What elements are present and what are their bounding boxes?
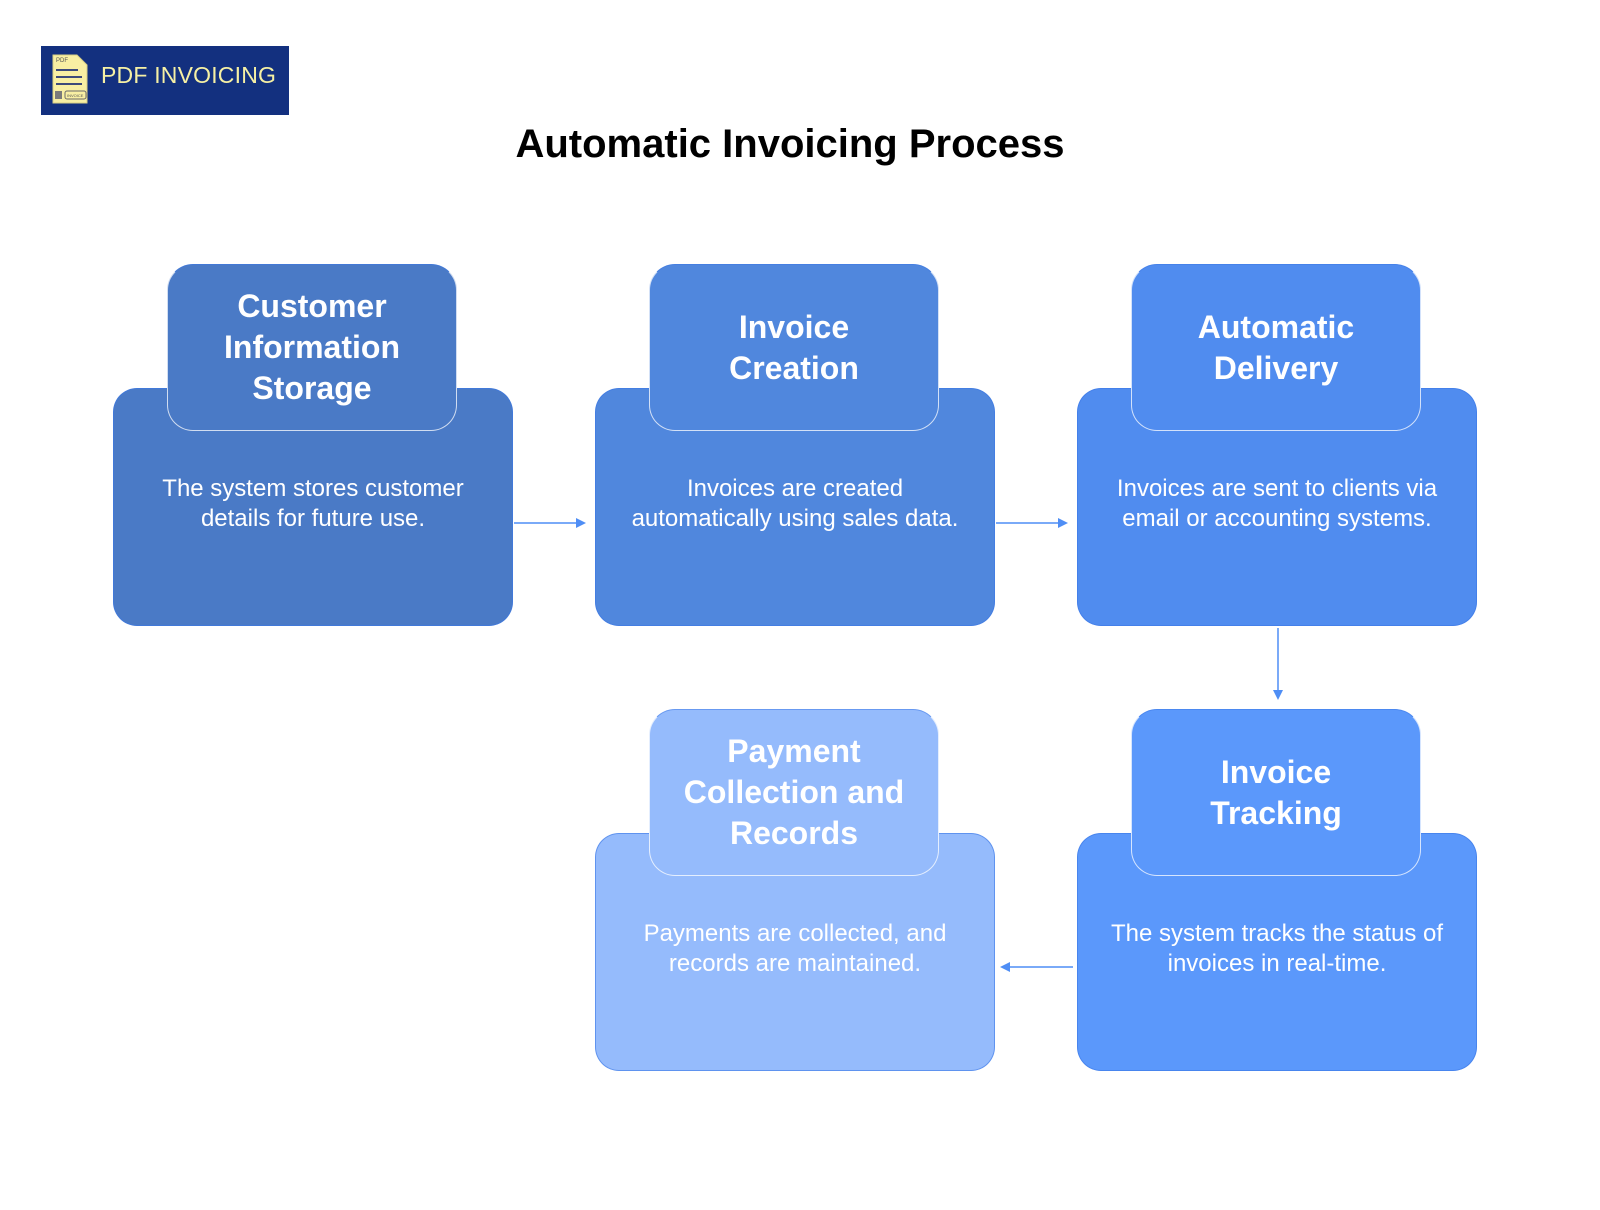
step-description: Invoices are sent to clients via email o…	[1116, 475, 1438, 532]
step-title-text: Automatic Delivery	[1197, 308, 1355, 386]
step-title: Invoice Tracking	[1131, 709, 1421, 876]
step-title-text: Invoice Tracking	[1210, 753, 1342, 831]
step-title-text: Customer Information Storage	[224, 288, 400, 406]
step-description: Payments are collected, and records are …	[643, 920, 947, 977]
pdf-invoice-document-icon: PDF INVOICE	[52, 54, 88, 104]
step-description: The system stores customer details for f…	[162, 475, 464, 532]
logo-text: PDF INVOICING	[101, 62, 277, 88]
step-title: Customer Information Storage	[167, 264, 457, 431]
page-title: Automatic Invoicing Process	[515, 122, 1065, 166]
step-title-text: Payment Collection and Records	[683, 733, 905, 851]
svg-text:PDF: PDF	[56, 58, 68, 64]
step-title: Invoice Creation	[649, 264, 939, 431]
pdf-invoicing-logo: PDF INVOICE PDF INVOICING	[41, 46, 289, 115]
step-title: Payment Collection and Records	[649, 709, 939, 876]
svg-text:INVOICE: INVOICE	[67, 93, 84, 98]
step-title-text: Invoice Creation	[729, 308, 859, 386]
step-description: The system tracks the status of invoices…	[1110, 920, 1444, 977]
step-title: Automatic Delivery	[1131, 264, 1421, 431]
step-description: Invoices are created automatically using…	[631, 475, 959, 532]
